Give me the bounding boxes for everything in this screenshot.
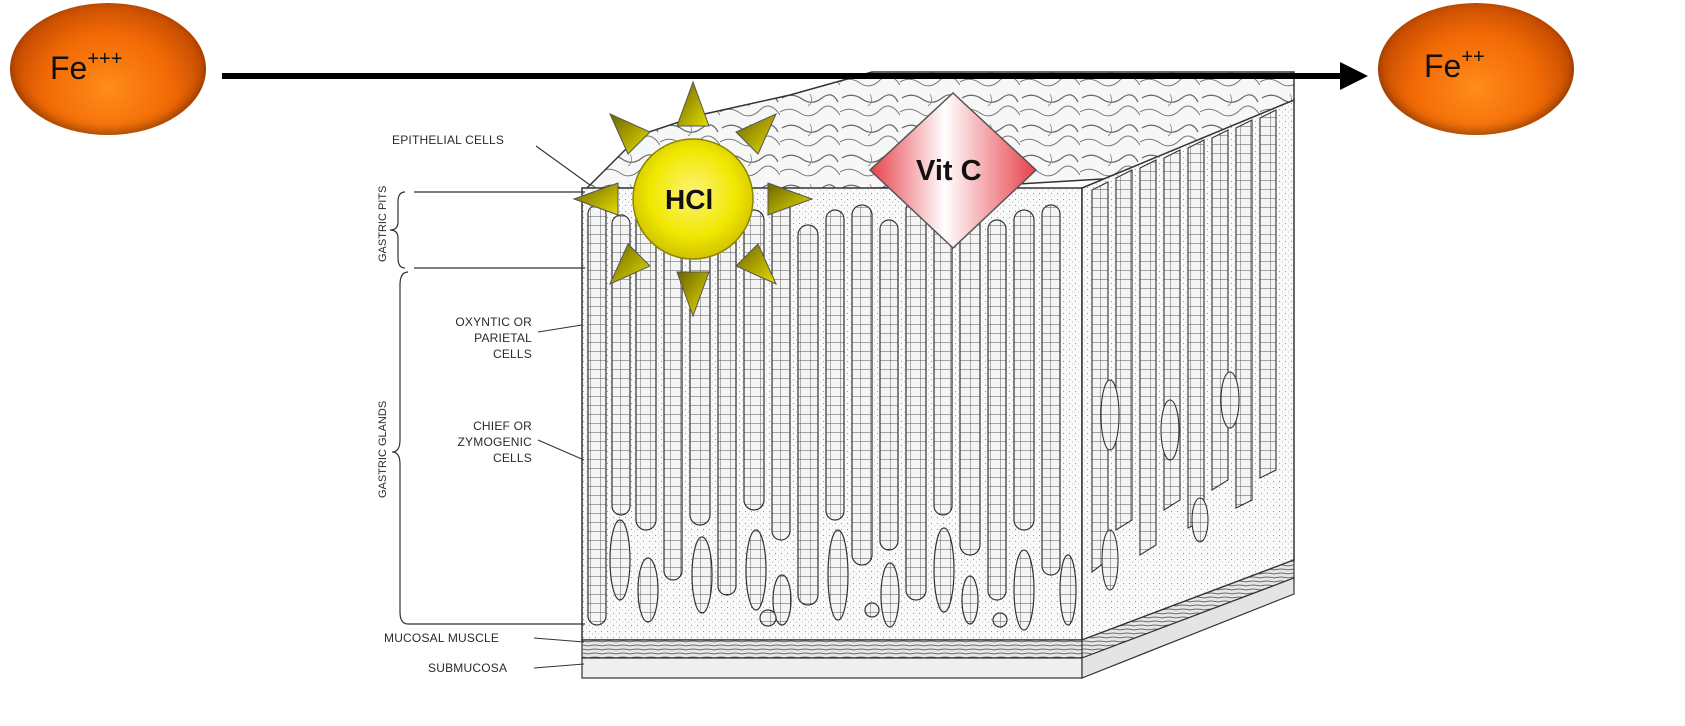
submucosa-layer (582, 658, 1082, 678)
label-gastric-glands: GASTRIC GLANDS (377, 401, 389, 498)
label-chief-1: CHIEF OR (473, 419, 532, 433)
label-chief-2: ZYMOGENIC (458, 435, 533, 449)
label-epithelial-cells: EPITHELIAL CELLS (392, 133, 504, 147)
mucosal-muscle-layer (582, 640, 1082, 658)
label-parietal-3: CELLS (493, 347, 532, 361)
vitamin-c-label: Vit C (916, 155, 982, 188)
label-parietal-2: PARIETAL (474, 331, 532, 345)
hcl-label: HCl (665, 184, 713, 216)
label-submucosa: SUBMUCOSA (428, 661, 507, 675)
label-chief-3: CELLS (493, 451, 532, 465)
label-mucosal-muscle: MUCOSAL MUSCLE (384, 631, 499, 645)
label-parietal-1: OXYNTIC OR (455, 315, 532, 329)
label-gastric-pits: GASTRIC PITS (377, 186, 389, 262)
layer-brackets (390, 192, 585, 624)
